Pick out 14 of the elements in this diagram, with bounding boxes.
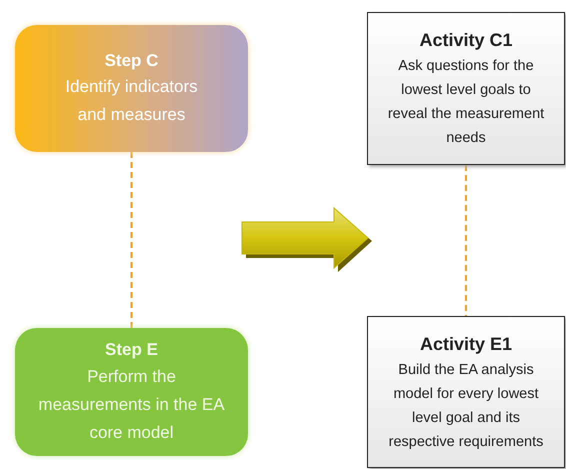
dashed-connector [465,165,467,316]
description: Perform the measurements in the EA core model [37,366,226,444]
heading: Step C [104,50,158,72]
description: Build the EA analysis model for every lowest level goal and its respective requirements [388,360,544,452]
description: Identify indicators and measures [64,76,199,126]
heading: Activity E1 [420,332,512,356]
step-box [15,25,248,152]
description: Ask questions for the lowest level goals to reveal the measurement needs [386,57,546,148]
activity-box [367,316,565,468]
dashed-connector [130,152,132,328]
activity-box [367,12,565,165]
step-box [15,328,248,456]
heading: Step E [105,339,158,362]
heading: Activity C1 [419,29,513,52]
